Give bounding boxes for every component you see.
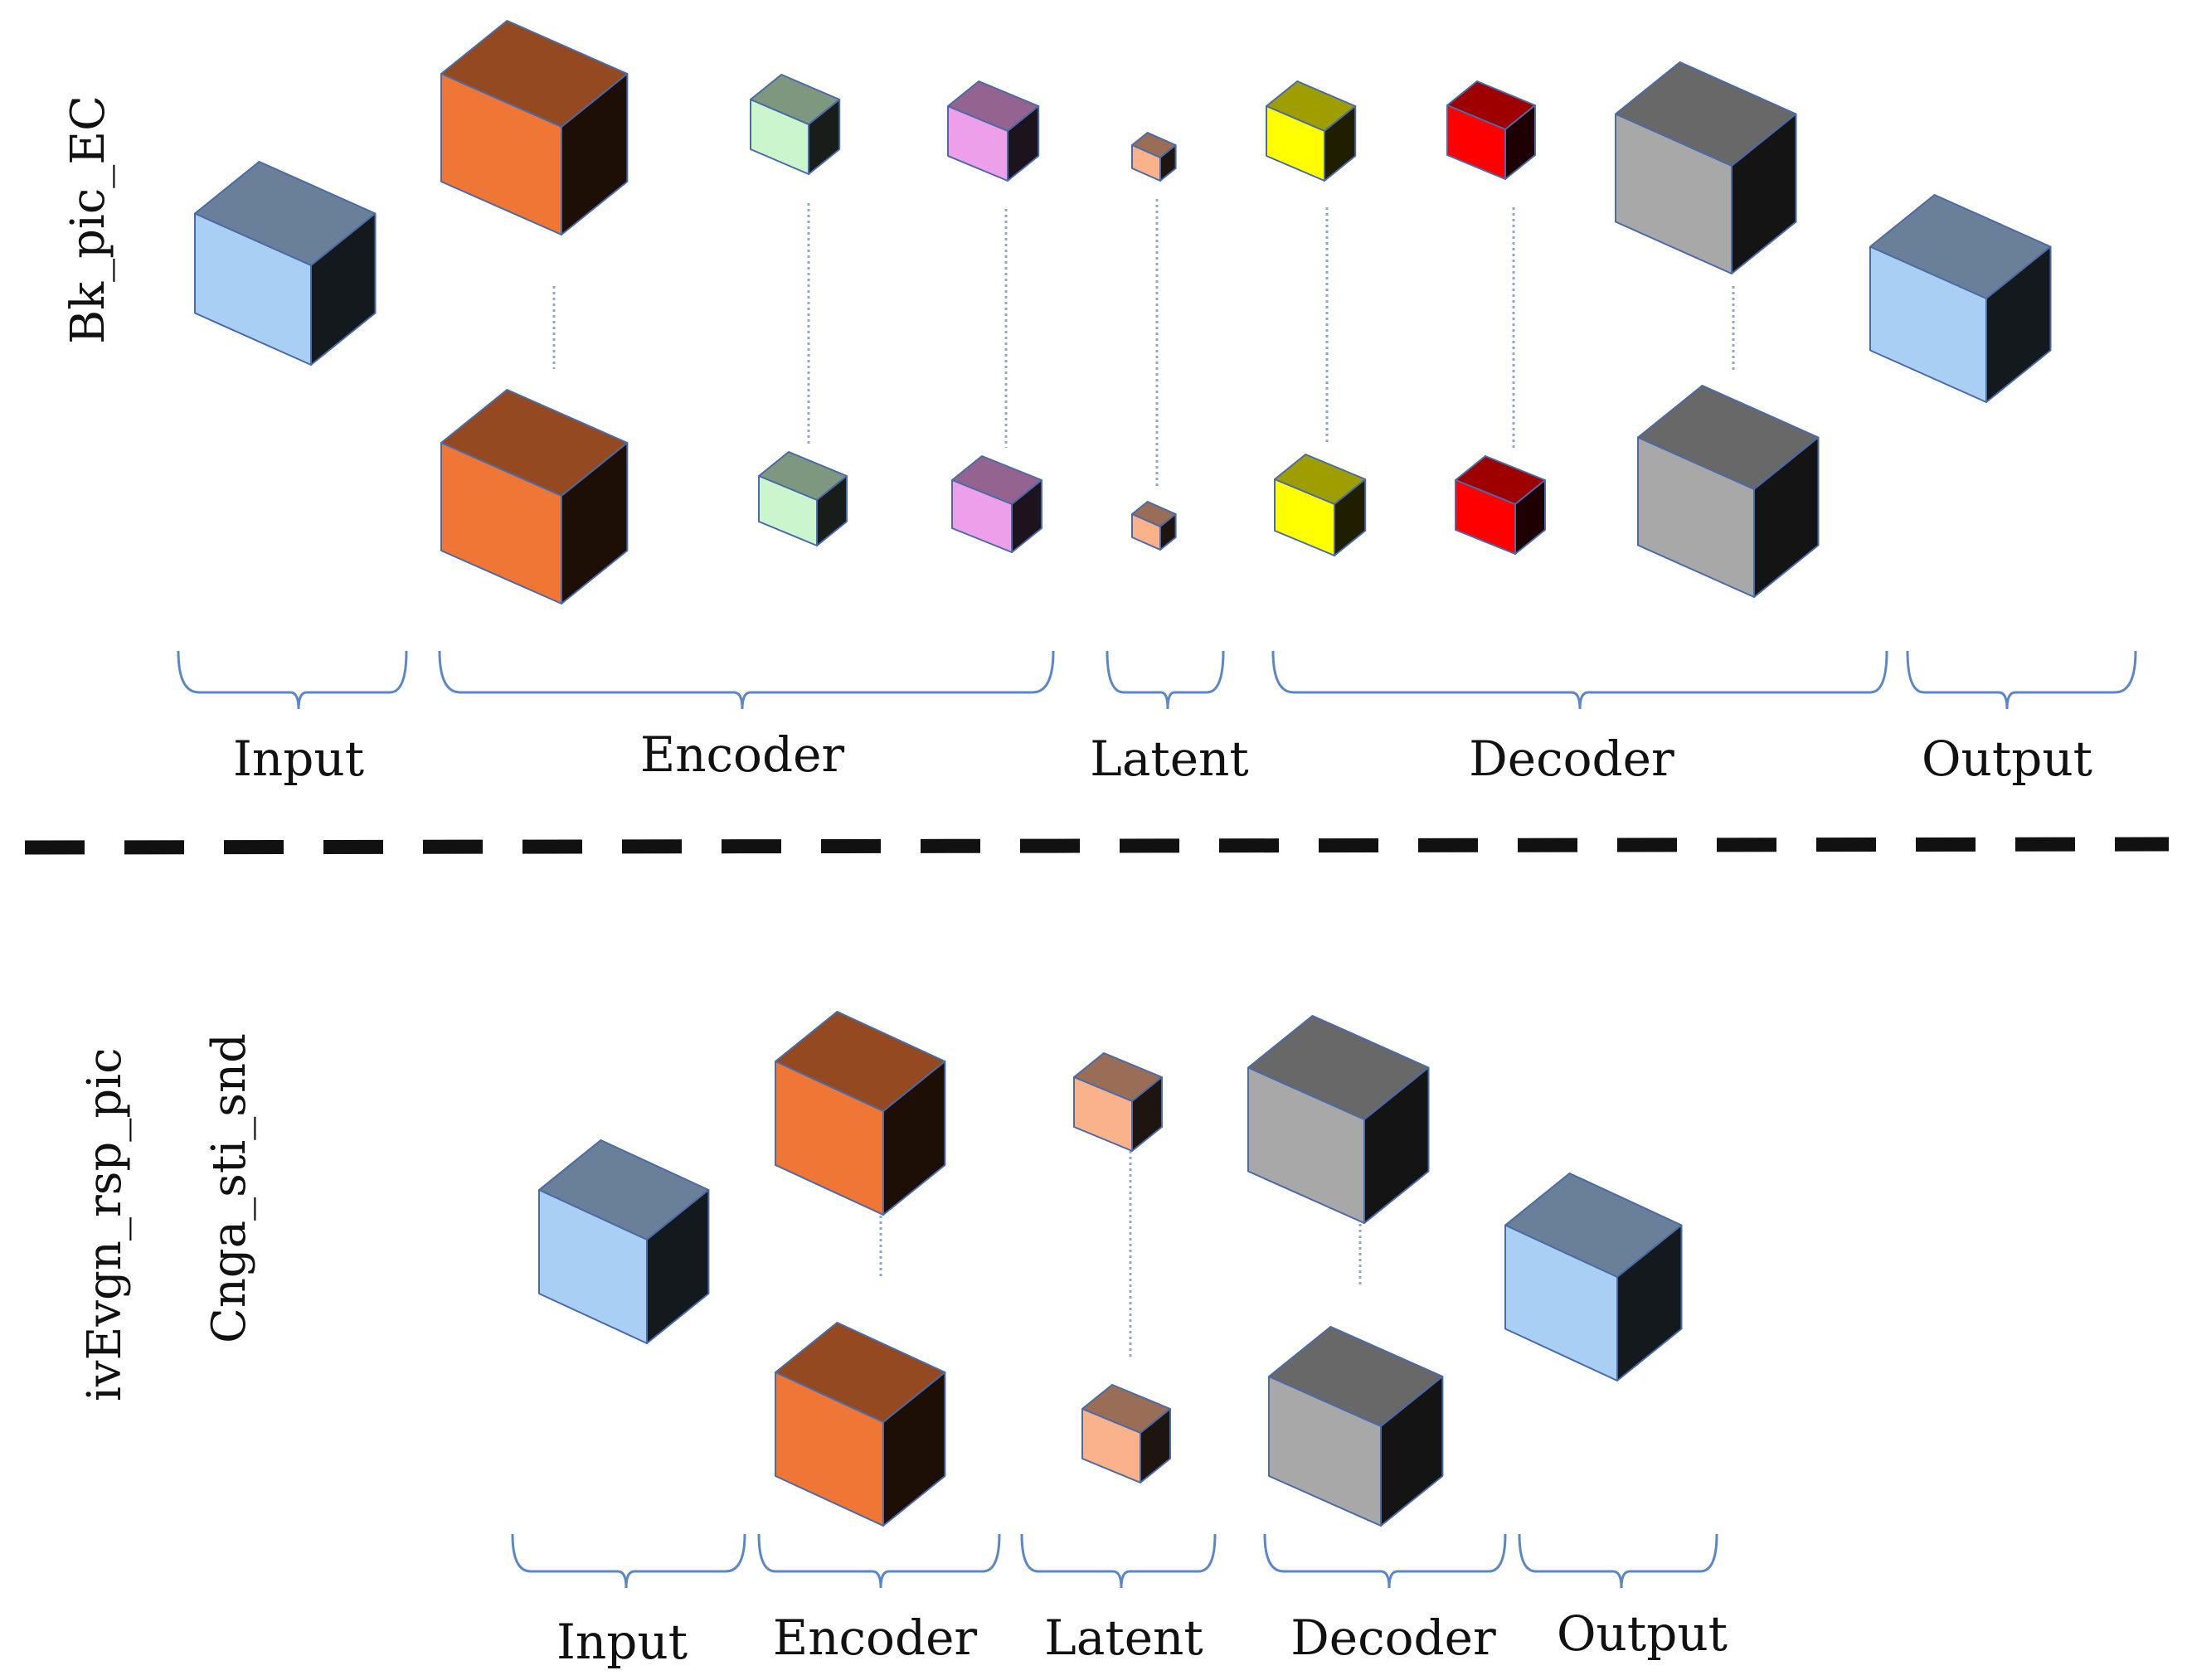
cube-side xyxy=(1616,1224,1683,1381)
cube xyxy=(194,161,377,366)
cube xyxy=(951,455,1042,553)
cube xyxy=(1274,454,1367,556)
top-panel: Bk_pic_EC xyxy=(61,20,2137,787)
cube-side xyxy=(1363,1066,1430,1224)
cube xyxy=(947,80,1040,182)
cube-side xyxy=(1504,104,1536,180)
cube xyxy=(440,20,629,235)
cube xyxy=(750,74,841,175)
bottom-label-decoder: Decoder xyxy=(1290,1610,1496,1666)
cube-side xyxy=(1514,479,1546,555)
brace xyxy=(438,650,1055,710)
brace xyxy=(1271,650,1888,710)
top-braces xyxy=(177,650,2137,710)
cube xyxy=(1504,1173,1683,1381)
top-label-encoder: Encoder xyxy=(640,726,845,783)
brace xyxy=(177,650,408,710)
cube xyxy=(1266,80,1357,182)
cube-side xyxy=(1985,245,2052,403)
panel-separator xyxy=(24,837,2170,855)
cube-side xyxy=(808,99,841,175)
brace xyxy=(1263,1533,1507,1589)
cube xyxy=(1446,80,1536,180)
cube-side xyxy=(1159,513,1177,551)
cube xyxy=(440,389,629,605)
cube xyxy=(775,1322,946,1527)
cube xyxy=(775,1011,946,1216)
bottom-label-input: Input xyxy=(556,1614,688,1670)
cube-side xyxy=(1380,1376,1444,1527)
cube xyxy=(758,451,848,546)
brace xyxy=(1020,1533,1217,1589)
cube-side xyxy=(646,1189,710,1344)
bottom-label-encoder: Encoder xyxy=(773,1610,978,1666)
cube xyxy=(1131,132,1177,182)
cube-side xyxy=(882,1372,946,1527)
cube-side xyxy=(816,475,848,546)
top-label-input: Input xyxy=(233,731,364,787)
top-label-decoder: Decoder xyxy=(1469,731,1674,787)
cube-side xyxy=(1131,1076,1163,1152)
cube-side xyxy=(1324,105,1357,182)
cube-side xyxy=(1159,144,1177,182)
cube-side xyxy=(561,442,629,605)
cube-side xyxy=(882,1061,946,1216)
cube-side xyxy=(1731,113,1797,274)
bottom-side-label-2: Cnga_sti_snd xyxy=(202,1033,256,1343)
cube-side xyxy=(1140,1408,1171,1483)
cube-side xyxy=(1011,479,1042,553)
top-connectors xyxy=(552,199,1735,489)
bottom-label-output: Output xyxy=(1557,1605,1728,1662)
cube xyxy=(1637,385,1820,598)
brace xyxy=(511,1533,746,1589)
cube-side xyxy=(1007,105,1040,182)
cube xyxy=(1615,61,1797,274)
cube xyxy=(1247,1015,1430,1224)
cube-side xyxy=(1753,436,1820,598)
cube xyxy=(1455,455,1546,555)
cube-side xyxy=(1334,478,1367,556)
brace xyxy=(1906,650,2137,710)
cube xyxy=(1131,501,1177,551)
bottom-panel: ivEvgn_rsp_pic Cnga_sti_snd Input Encode… xyxy=(78,1011,1728,1670)
cube xyxy=(1081,1384,1171,1483)
bottom-braces xyxy=(511,1533,1718,1589)
top-label-output: Output xyxy=(1922,731,2092,787)
cube xyxy=(1869,194,2052,403)
top-label-latent: Latent xyxy=(1090,731,1248,787)
brace xyxy=(1106,650,1225,710)
cube-side xyxy=(561,73,629,235)
top-side-label: Bk_pic_EC xyxy=(61,95,115,344)
bottom-side-label-1: ivEvgn_rsp_pic xyxy=(78,1048,132,1401)
brace xyxy=(1518,1533,1718,1589)
cube-side xyxy=(310,212,377,366)
brace xyxy=(757,1533,1001,1589)
cube xyxy=(538,1139,710,1344)
bottom-label-latent: Latent xyxy=(1044,1610,1203,1666)
cube xyxy=(1073,1052,1163,1152)
cube xyxy=(1268,1326,1444,1527)
